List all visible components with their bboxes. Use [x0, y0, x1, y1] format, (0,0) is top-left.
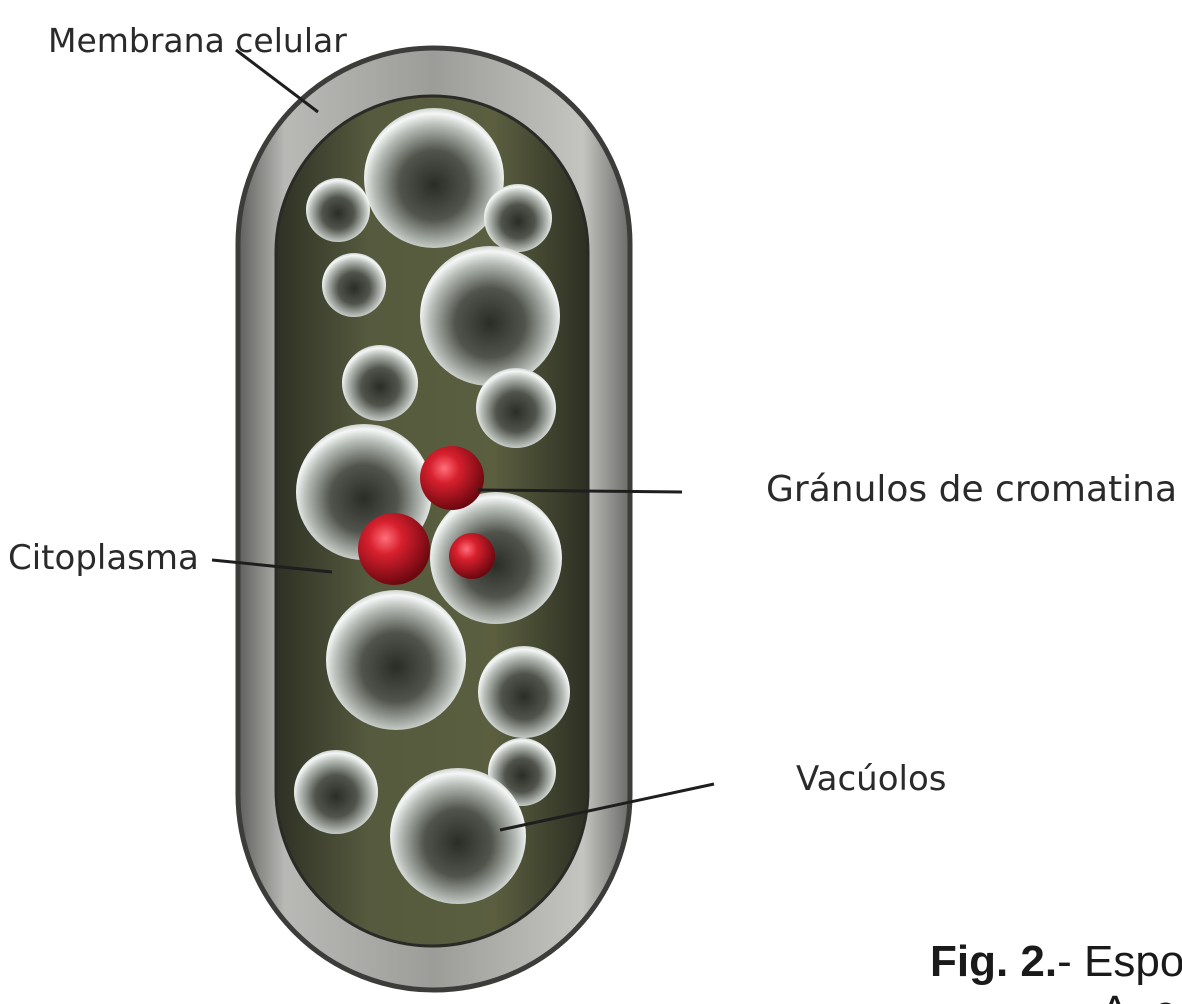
label-vacuolos: Vacúolos [796, 762, 946, 796]
caption-text: - Espo [1057, 937, 1182, 986]
vacuole [364, 108, 504, 248]
chromatin-granule [420, 446, 484, 510]
vacuole [326, 590, 466, 730]
label-citoplasma: Citoplasma [8, 541, 199, 575]
label-granulos-de-cromatina: Gránulos de cromatina [766, 472, 1177, 508]
vacuole [322, 253, 386, 317]
chromatin-granule [358, 513, 430, 585]
vacuole [342, 345, 418, 421]
vacuole [294, 750, 378, 834]
caption-line-2: A. c [1100, 990, 1176, 1004]
caption-fig-number: Fig. 2. [930, 937, 1057, 986]
vacuole [484, 184, 552, 252]
vacuole [306, 178, 370, 242]
chromatin-granule [449, 533, 495, 579]
label-membrana-celular: Membrana celular [48, 24, 347, 57]
vacuole [476, 368, 556, 448]
vacuole [478, 646, 570, 738]
figure-caption: Fig. 2.- Espo [930, 940, 1182, 984]
leader-line-granulos [478, 490, 682, 492]
vacuole [390, 768, 526, 904]
vacuole [420, 246, 560, 386]
